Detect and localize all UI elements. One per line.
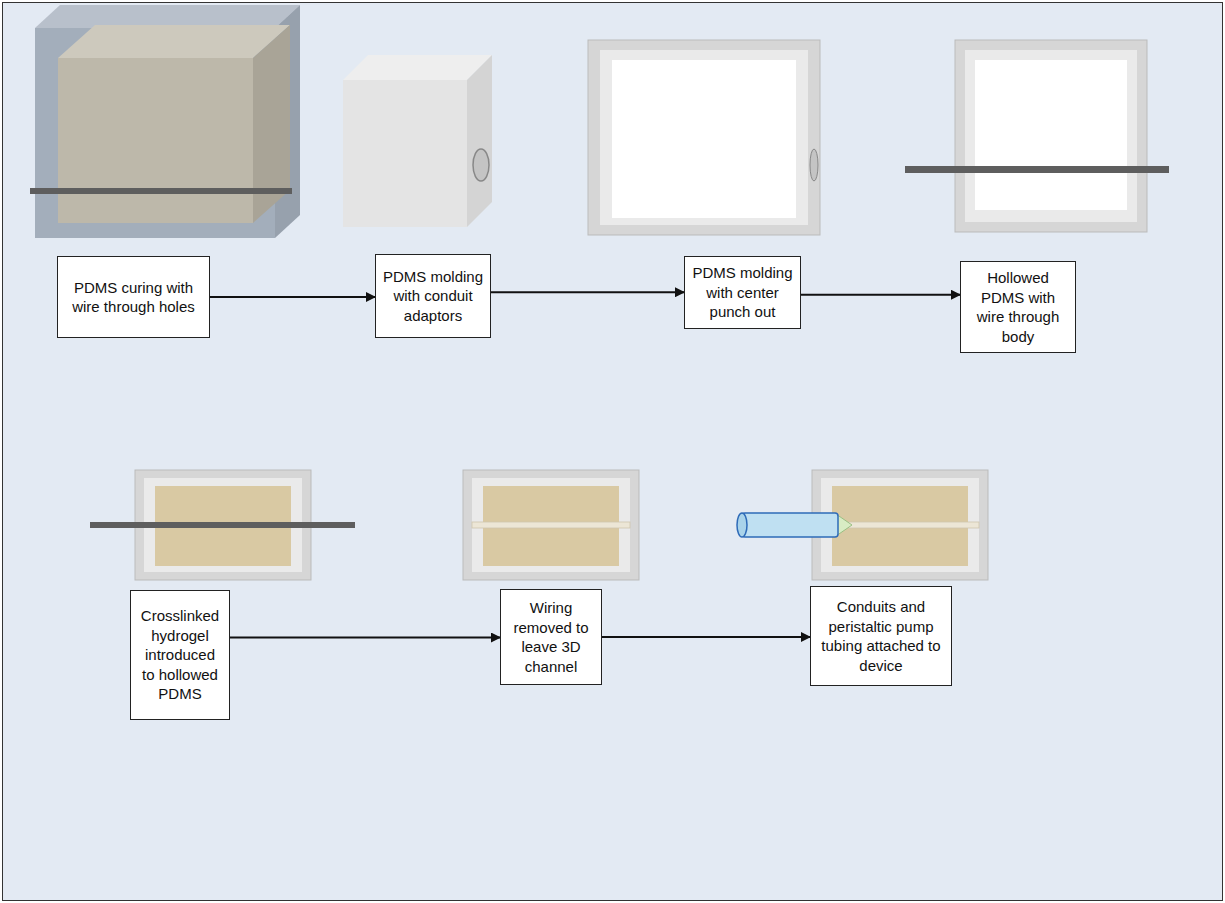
- process-box: Hollowed PDMS with wire through body: [960, 261, 1076, 353]
- process-box: PDMS curing with wire through holes: [57, 256, 210, 338]
- step-label: Hollowed PDMS with wire through body: [967, 268, 1069, 346]
- process-box: PDMS molding with center punch out: [684, 256, 801, 329]
- process-box: PDMS molding with conduit adaptors: [375, 254, 491, 338]
- step-label: PDMS molding with center punch out: [691, 263, 794, 322]
- step-label: Crosslinked hydrogel introduced to hollo…: [137, 606, 223, 704]
- flow-arrow: [210, 296, 375, 298]
- step-label: Wiring removed to leave 3D channel: [507, 598, 595, 676]
- hydrogel-frame-with-tubing: [737, 470, 988, 580]
- flow-arrow: [801, 294, 960, 296]
- molded-block: [343, 55, 492, 227]
- flow-arrow: [491, 291, 684, 293]
- hydrogel-frame-with-channel: [463, 470, 639, 580]
- hollow-frame-with-wire: [905, 40, 1169, 232]
- step-label: PDMS curing with wire through holes: [64, 278, 203, 317]
- step-label: Conduits and peristaltic pump tubing att…: [817, 597, 945, 675]
- flow-arrow: [230, 637, 500, 639]
- process-box: Conduits and peristaltic pump tubing att…: [810, 586, 952, 686]
- step-label: PDMS molding with conduit adaptors: [382, 267, 484, 326]
- punched-frame: [588, 40, 820, 235]
- hydrogel-frame-with-wire: [90, 470, 355, 580]
- process-box: Wiring removed to leave 3D channel: [500, 589, 602, 685]
- curing-cube: [30, 5, 300, 238]
- process-box: Crosslinked hydrogel introduced to hollo…: [130, 590, 230, 720]
- flow-arrow: [602, 636, 810, 638]
